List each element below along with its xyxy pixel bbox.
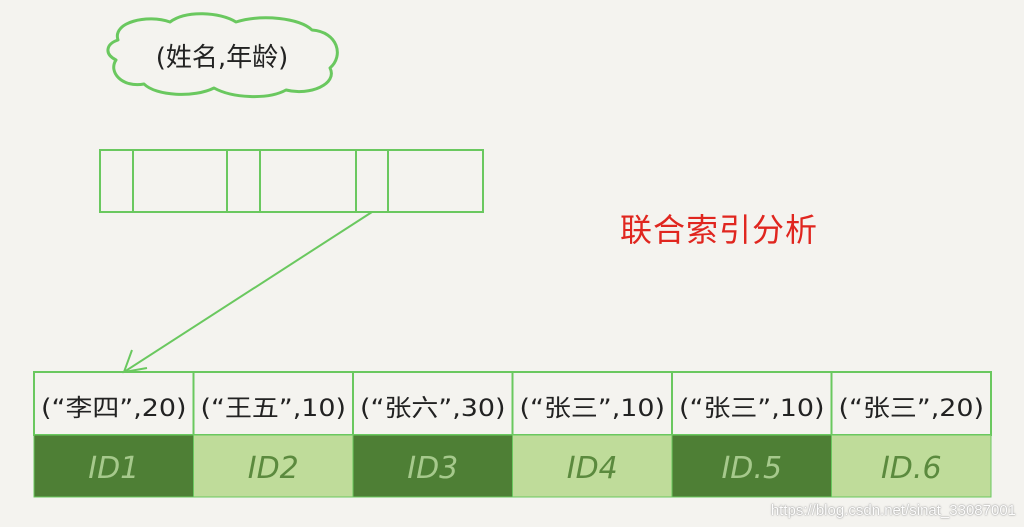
cloud-bubble: (姓名,年龄) — [106, 12, 339, 99]
leaf-key-text: (“张三”,20) — [839, 394, 985, 422]
leaf-id-text: ID3 — [407, 451, 458, 486]
leaf-id-text: ID2 — [248, 451, 299, 486]
diagram-caption: 联合索引分析 — [620, 211, 819, 249]
leaf-id-cell — [193, 434, 354, 498]
leaf-key-text: (“张三”,10) — [520, 394, 666, 422]
leaf-id-cell — [512, 434, 673, 498]
leaf-id-text: ID4 — [567, 451, 618, 486]
leaf-id-text: ID.6 — [881, 451, 942, 486]
pointer-arrow — [122, 211, 373, 374]
leaf-key-row: (“李四”,20) (“王五”,10) (“张六”,30) (“张三”,10) (“张三… — [33, 371, 992, 436]
watermark: https://blog.csdn.net/sinat_33087001 — [770, 502, 1016, 519]
leaf-id-cell — [671, 434, 832, 498]
leaf-id-cell — [352, 434, 513, 498]
leaf-id-cell — [831, 434, 992, 498]
internal-node — [99, 149, 484, 213]
cloud-label: (姓名,年龄) — [156, 43, 289, 73]
leaf-id-text: ID.5 — [721, 451, 782, 486]
leaf-id-text: ID1 — [88, 451, 139, 486]
leaf-key-text: (“张六”,30) — [360, 394, 506, 422]
leaf-id-row: ID1 ID2 ID3 ID4 ID.5 ID.6 — [33, 434, 992, 498]
leaf-id-cell — [33, 434, 194, 498]
leaf-key-text: (“张三”,10) — [679, 394, 825, 422]
leaf-key-text: (“李四”,20) — [41, 394, 187, 422]
leaf-key-text: (“王五”,10) — [201, 394, 347, 422]
